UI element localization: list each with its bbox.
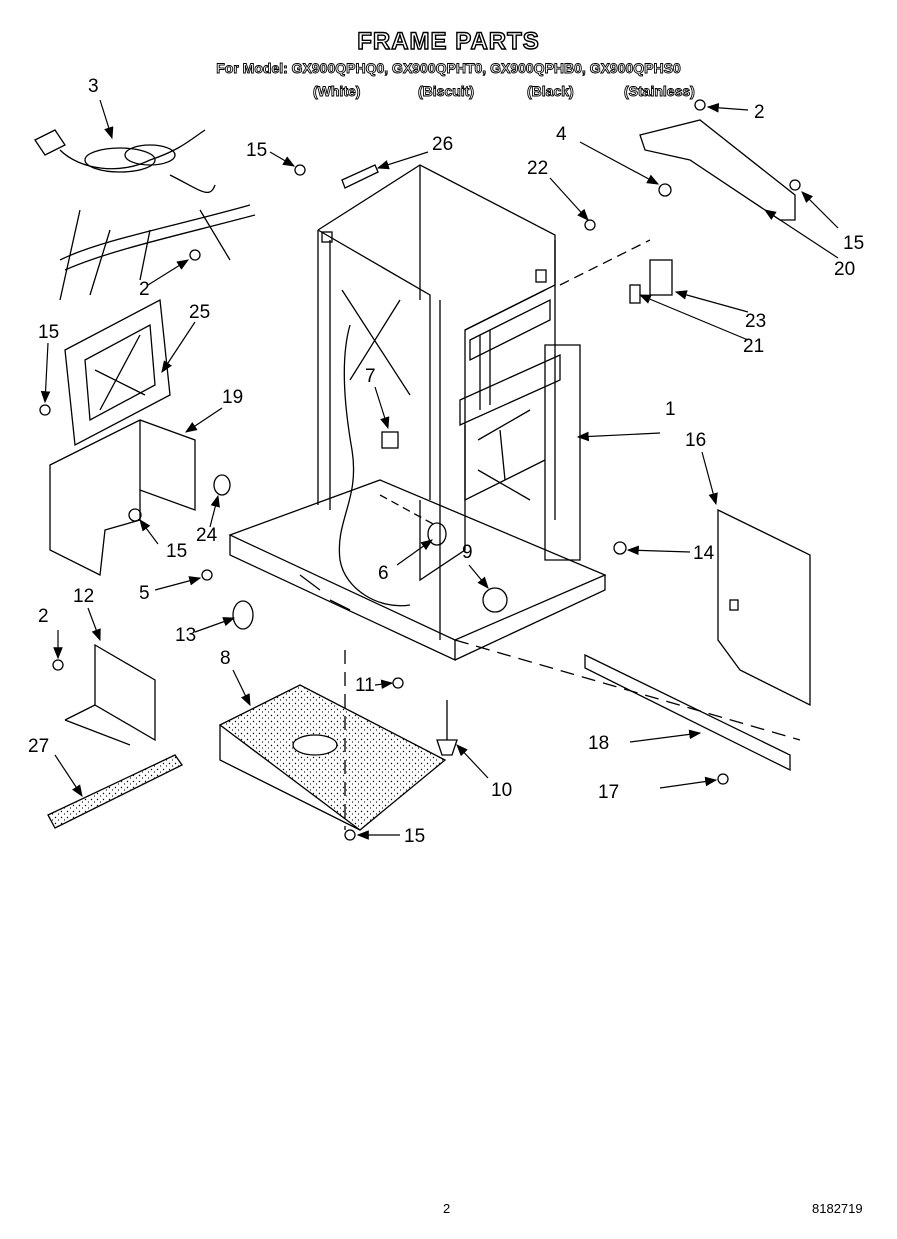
document-code: 8182719 bbox=[812, 1201, 863, 1216]
frame-tower bbox=[317, 164, 581, 640]
variant-stainless: (Stainless) bbox=[624, 83, 696, 100]
switch-23 bbox=[629, 259, 673, 304]
callout-19: 19 bbox=[222, 387, 243, 408]
wiring-harness bbox=[34, 129, 256, 301]
callout-1: 1 bbox=[665, 399, 676, 420]
callout-12: 12 bbox=[73, 586, 94, 607]
bumper-6 bbox=[427, 522, 447, 546]
rail-18 bbox=[584, 653, 791, 772]
callout-20: 20 bbox=[834, 259, 855, 280]
caster-13 bbox=[232, 600, 254, 630]
callout-27: 27 bbox=[28, 736, 49, 757]
callout-17: 17 bbox=[598, 782, 619, 803]
model-list: For Model: GX900QPHQ0, GX900QPHT0, GX900… bbox=[216, 60, 681, 77]
leveling-leg-10 bbox=[436, 700, 458, 756]
variant-black: (Black) bbox=[527, 83, 575, 100]
callout-14: 14 bbox=[693, 543, 715, 564]
screw-22 bbox=[584, 219, 596, 231]
bracket-20 bbox=[639, 119, 796, 221]
page-number: 2 bbox=[443, 1201, 451, 1216]
screw-2b bbox=[694, 99, 706, 111]
screw-15c bbox=[39, 404, 51, 416]
screw-17 bbox=[717, 773, 729, 785]
callout-24: 24 bbox=[196, 525, 218, 546]
callout-25: 25 bbox=[189, 302, 210, 323]
grommet-24 bbox=[213, 474, 231, 496]
screw-15a bbox=[294, 164, 306, 176]
panel-hole bbox=[729, 599, 739, 611]
drip-tray-8 bbox=[218, 684, 447, 831]
screw-5 bbox=[201, 569, 213, 581]
callout-11: 11 bbox=[355, 675, 375, 696]
base-pan bbox=[228, 479, 607, 662]
connector-7 bbox=[381, 431, 399, 449]
screw-15d bbox=[128, 508, 142, 522]
callout-10: 10 bbox=[491, 780, 512, 801]
callout-15b: 15 bbox=[843, 233, 864, 254]
internal-wire bbox=[338, 324, 411, 607]
variant-white: (White) bbox=[313, 83, 361, 100]
callout-3: 3 bbox=[88, 76, 99, 97]
panel-25 bbox=[64, 298, 171, 447]
callout-16: 16 bbox=[685, 430, 706, 451]
callout-15c: 15 bbox=[38, 322, 59, 343]
callout-4: 4 bbox=[556, 124, 567, 145]
variant-biscuit: (Biscuit) bbox=[418, 83, 475, 100]
screw-15b bbox=[789, 179, 801, 191]
callout-13: 13 bbox=[175, 625, 196, 646]
nut-11 bbox=[392, 677, 404, 689]
diagram-title: FRAME PARTS bbox=[357, 27, 540, 55]
callout-2a: 2 bbox=[754, 102, 765, 123]
callout-6: 6 bbox=[378, 563, 389, 584]
back-panel-16 bbox=[717, 508, 811, 707]
callout-26: 26 bbox=[432, 134, 453, 155]
bracket-12 bbox=[64, 643, 156, 746]
callout-15d: 15 bbox=[166, 541, 187, 562]
callout-7: 7 bbox=[365, 366, 376, 387]
callout-23: 23 bbox=[745, 311, 766, 332]
seal-strip-27 bbox=[47, 754, 183, 829]
screw-2c bbox=[52, 659, 64, 671]
callout-21: 21 bbox=[743, 336, 764, 357]
callout-2b: 2 bbox=[139, 279, 150, 300]
callout-8: 8 bbox=[220, 648, 231, 669]
callout-15e: 15 bbox=[404, 826, 425, 847]
callout-9: 9 bbox=[462, 542, 473, 563]
clip-4 bbox=[658, 183, 672, 197]
grommet-14 bbox=[613, 541, 627, 555]
valve-9 bbox=[482, 587, 508, 613]
clip-26 bbox=[341, 164, 379, 189]
screw-15e bbox=[344, 829, 356, 841]
callout-15a: 15 bbox=[246, 140, 267, 161]
callout-5: 5 bbox=[139, 583, 150, 604]
callout-18: 18 bbox=[588, 733, 609, 754]
screw-2a bbox=[189, 249, 201, 261]
callout-2c: 2 bbox=[38, 606, 49, 627]
callout-22: 22 bbox=[527, 158, 548, 179]
shield-19 bbox=[49, 419, 196, 576]
